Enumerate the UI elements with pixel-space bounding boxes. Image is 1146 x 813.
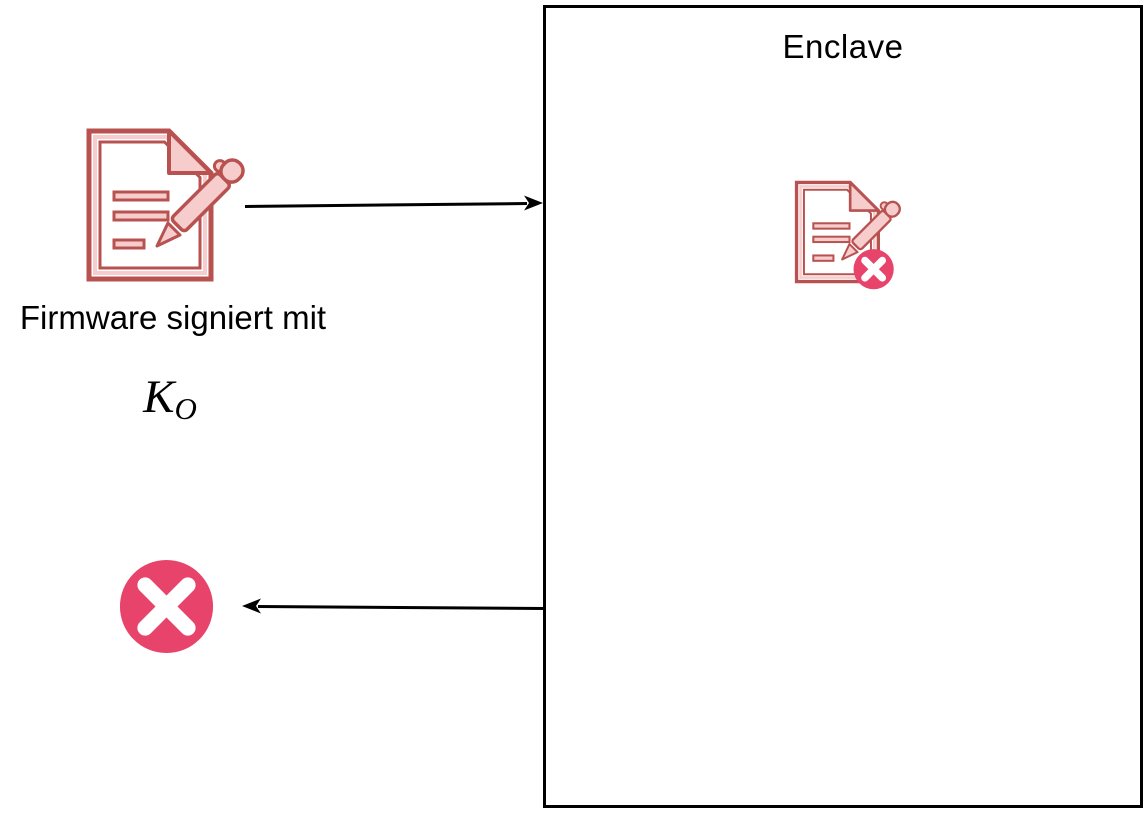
signing-key-label: KO [100, 370, 240, 427]
key-subscript: O [174, 390, 197, 426]
rejected-firmware-document-icon [793, 170, 906, 290]
arrow-firmware-to-enclave-icon [244, 195, 543, 211]
signed-firmware-document-icon [84, 126, 252, 284]
firmware-caption: Firmware signiert mit [19, 299, 327, 336]
key-symbol: K [143, 371, 175, 423]
enclave-box: Enclave [543, 5, 1143, 808]
arrow-enclave-to-error-icon [242, 598, 545, 614]
error-cross-icon [119, 559, 214, 654]
enclave-label: Enclave [782, 28, 904, 65]
